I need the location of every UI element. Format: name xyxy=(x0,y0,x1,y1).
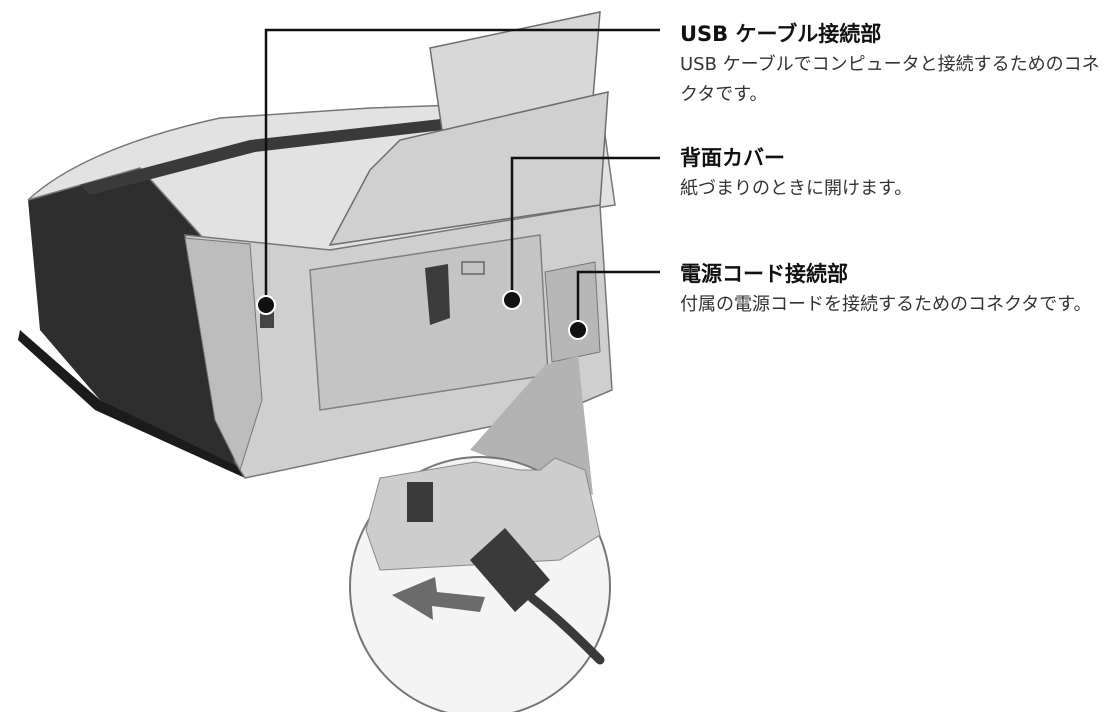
inset-socket xyxy=(407,482,433,522)
power-cord xyxy=(527,593,605,665)
callout-description: USB ケーブルでコンピュータと接続するためのコネクタです。 xyxy=(680,54,1100,105)
power-marker-dot xyxy=(568,320,588,340)
printer-bottom-shadow xyxy=(18,330,245,478)
rear-cover-leader-line xyxy=(510,156,660,298)
usb-leader-line xyxy=(264,28,660,300)
callout-markers xyxy=(256,290,588,340)
power-leader-line xyxy=(576,270,660,326)
callout-title: 背面カバー xyxy=(680,146,785,170)
usb-marker-dot xyxy=(256,295,276,315)
callout-title: 電源コード接続部 xyxy=(680,262,848,286)
power-inlet-block xyxy=(544,261,601,363)
callout-rear-cover: 背面カバー 紙づまりのときに開けます。 xyxy=(680,144,1105,204)
rear-cover-marker-dot xyxy=(502,290,522,310)
rear-cover-tab xyxy=(461,261,485,275)
leader-lines xyxy=(264,28,660,326)
callout-power-connector: 電源コード接続部 付属の電源コードを接続するためのコネクタです。 xyxy=(680,260,1105,320)
callout-description: 付属の電源コードを接続するためのコネクタです。 xyxy=(680,294,1092,315)
power-plug xyxy=(470,528,550,612)
callout-title: USB ケーブル接続部 xyxy=(680,22,882,46)
power-cord-inset xyxy=(349,356,611,712)
printer-output-slot xyxy=(80,118,460,195)
printer-illustration xyxy=(18,11,616,479)
callout-description: 紙づまりのときに開けます。 xyxy=(680,178,913,199)
callout-usb-connector: USB ケーブル接続部 USB ケーブルでコンピュータと接続するためのコネクタで… xyxy=(680,20,1105,110)
paper-support-lower xyxy=(328,91,609,246)
insert-arrow xyxy=(392,577,485,620)
rear-cover-handle xyxy=(425,264,450,325)
printer-rear-left-block xyxy=(184,237,263,472)
